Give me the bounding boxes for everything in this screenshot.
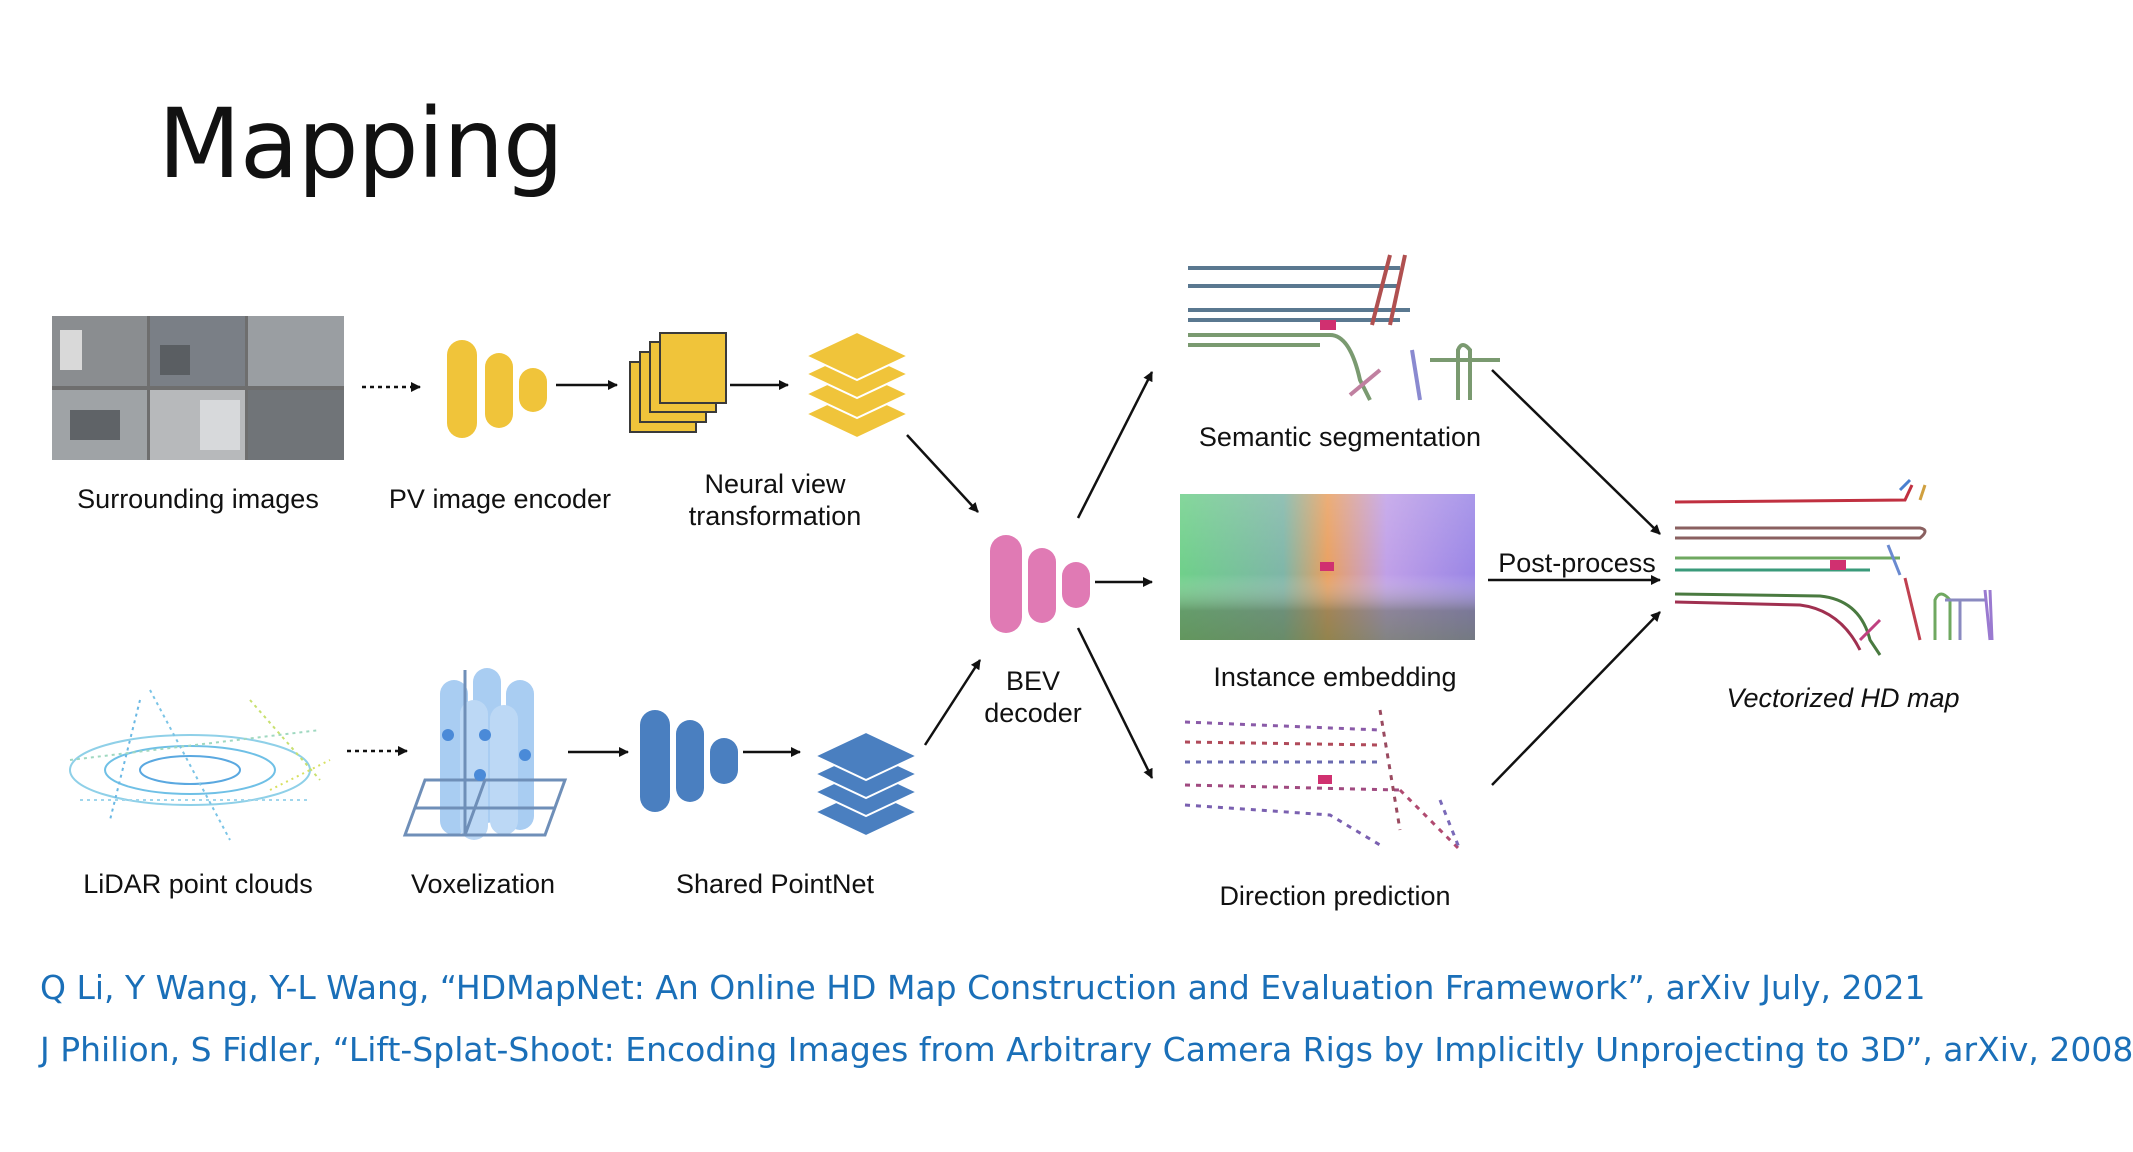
arrow-semantic-to-map [1491,369,1661,535]
arrow-view-to-bev [906,434,979,513]
direction-prediction-map [1184,709,1462,852]
pv-image-encoder-icon [447,340,547,438]
reference-hdmapnet: Q Li, Y Wang, Y-L Wang, “HDMapNet: An On… [40,968,1926,1007]
semantic-segmentation-map [1188,254,1500,401]
surrounding-images-mosaic [52,316,344,460]
label-lidar-point-clouds: LiDAR point clouds [83,869,313,899]
label-pv-image-encoder: PV image encoder [389,484,611,514]
label-voxelization: Voxelization [411,869,555,899]
arrow-direction-to-map [1491,611,1661,786]
arrow-bev-to-direction [1076,627,1154,779]
label-neural-view-2: transformation [689,501,862,531]
label-bev-1: BEV [1006,666,1060,696]
slide-title: Mapping [158,88,564,200]
vectorized-hd-map [1674,478,1994,656]
label-vectorized-hd-map: Vectorized HD map [1726,683,1959,713]
label-semantic-segmentation: Semantic segmentation [1199,422,1481,452]
neural-view-layers-icon [803,330,911,440]
stacked-feature-maps-icon [629,332,727,433]
lidar-point-cloud [69,689,331,841]
shared-pointnet-icon [640,710,738,812]
label-post-process: Post-process [1498,548,1656,578]
hdmapnet-diagram: Surrounding images PV image encoder Neur… [52,254,1994,911]
arrow-layers-to-bev [923,659,982,746]
label-direction-prediction: Direction prediction [1219,881,1450,911]
label-shared-pointnet: Shared PointNet [676,869,875,899]
label-neural-view-1: Neural view [704,469,846,499]
voxelization-icon [402,668,568,840]
label-instance-embedding: Instance embedding [1213,662,1456,692]
arrow-bev-to-semantic [1076,371,1154,519]
bev-decoder-icon [990,535,1090,633]
reference-lift-splat-shoot: J Philion, S Fidler, “Lift-Splat-Shoot: … [40,1030,2133,1069]
label-surrounding-images: Surrounding images [77,484,319,514]
instance-embedding-map [1180,494,1475,640]
pointnet-layers-icon [812,730,920,838]
label-bev-2: decoder [984,698,1082,728]
flow-arrows [347,369,1661,786]
